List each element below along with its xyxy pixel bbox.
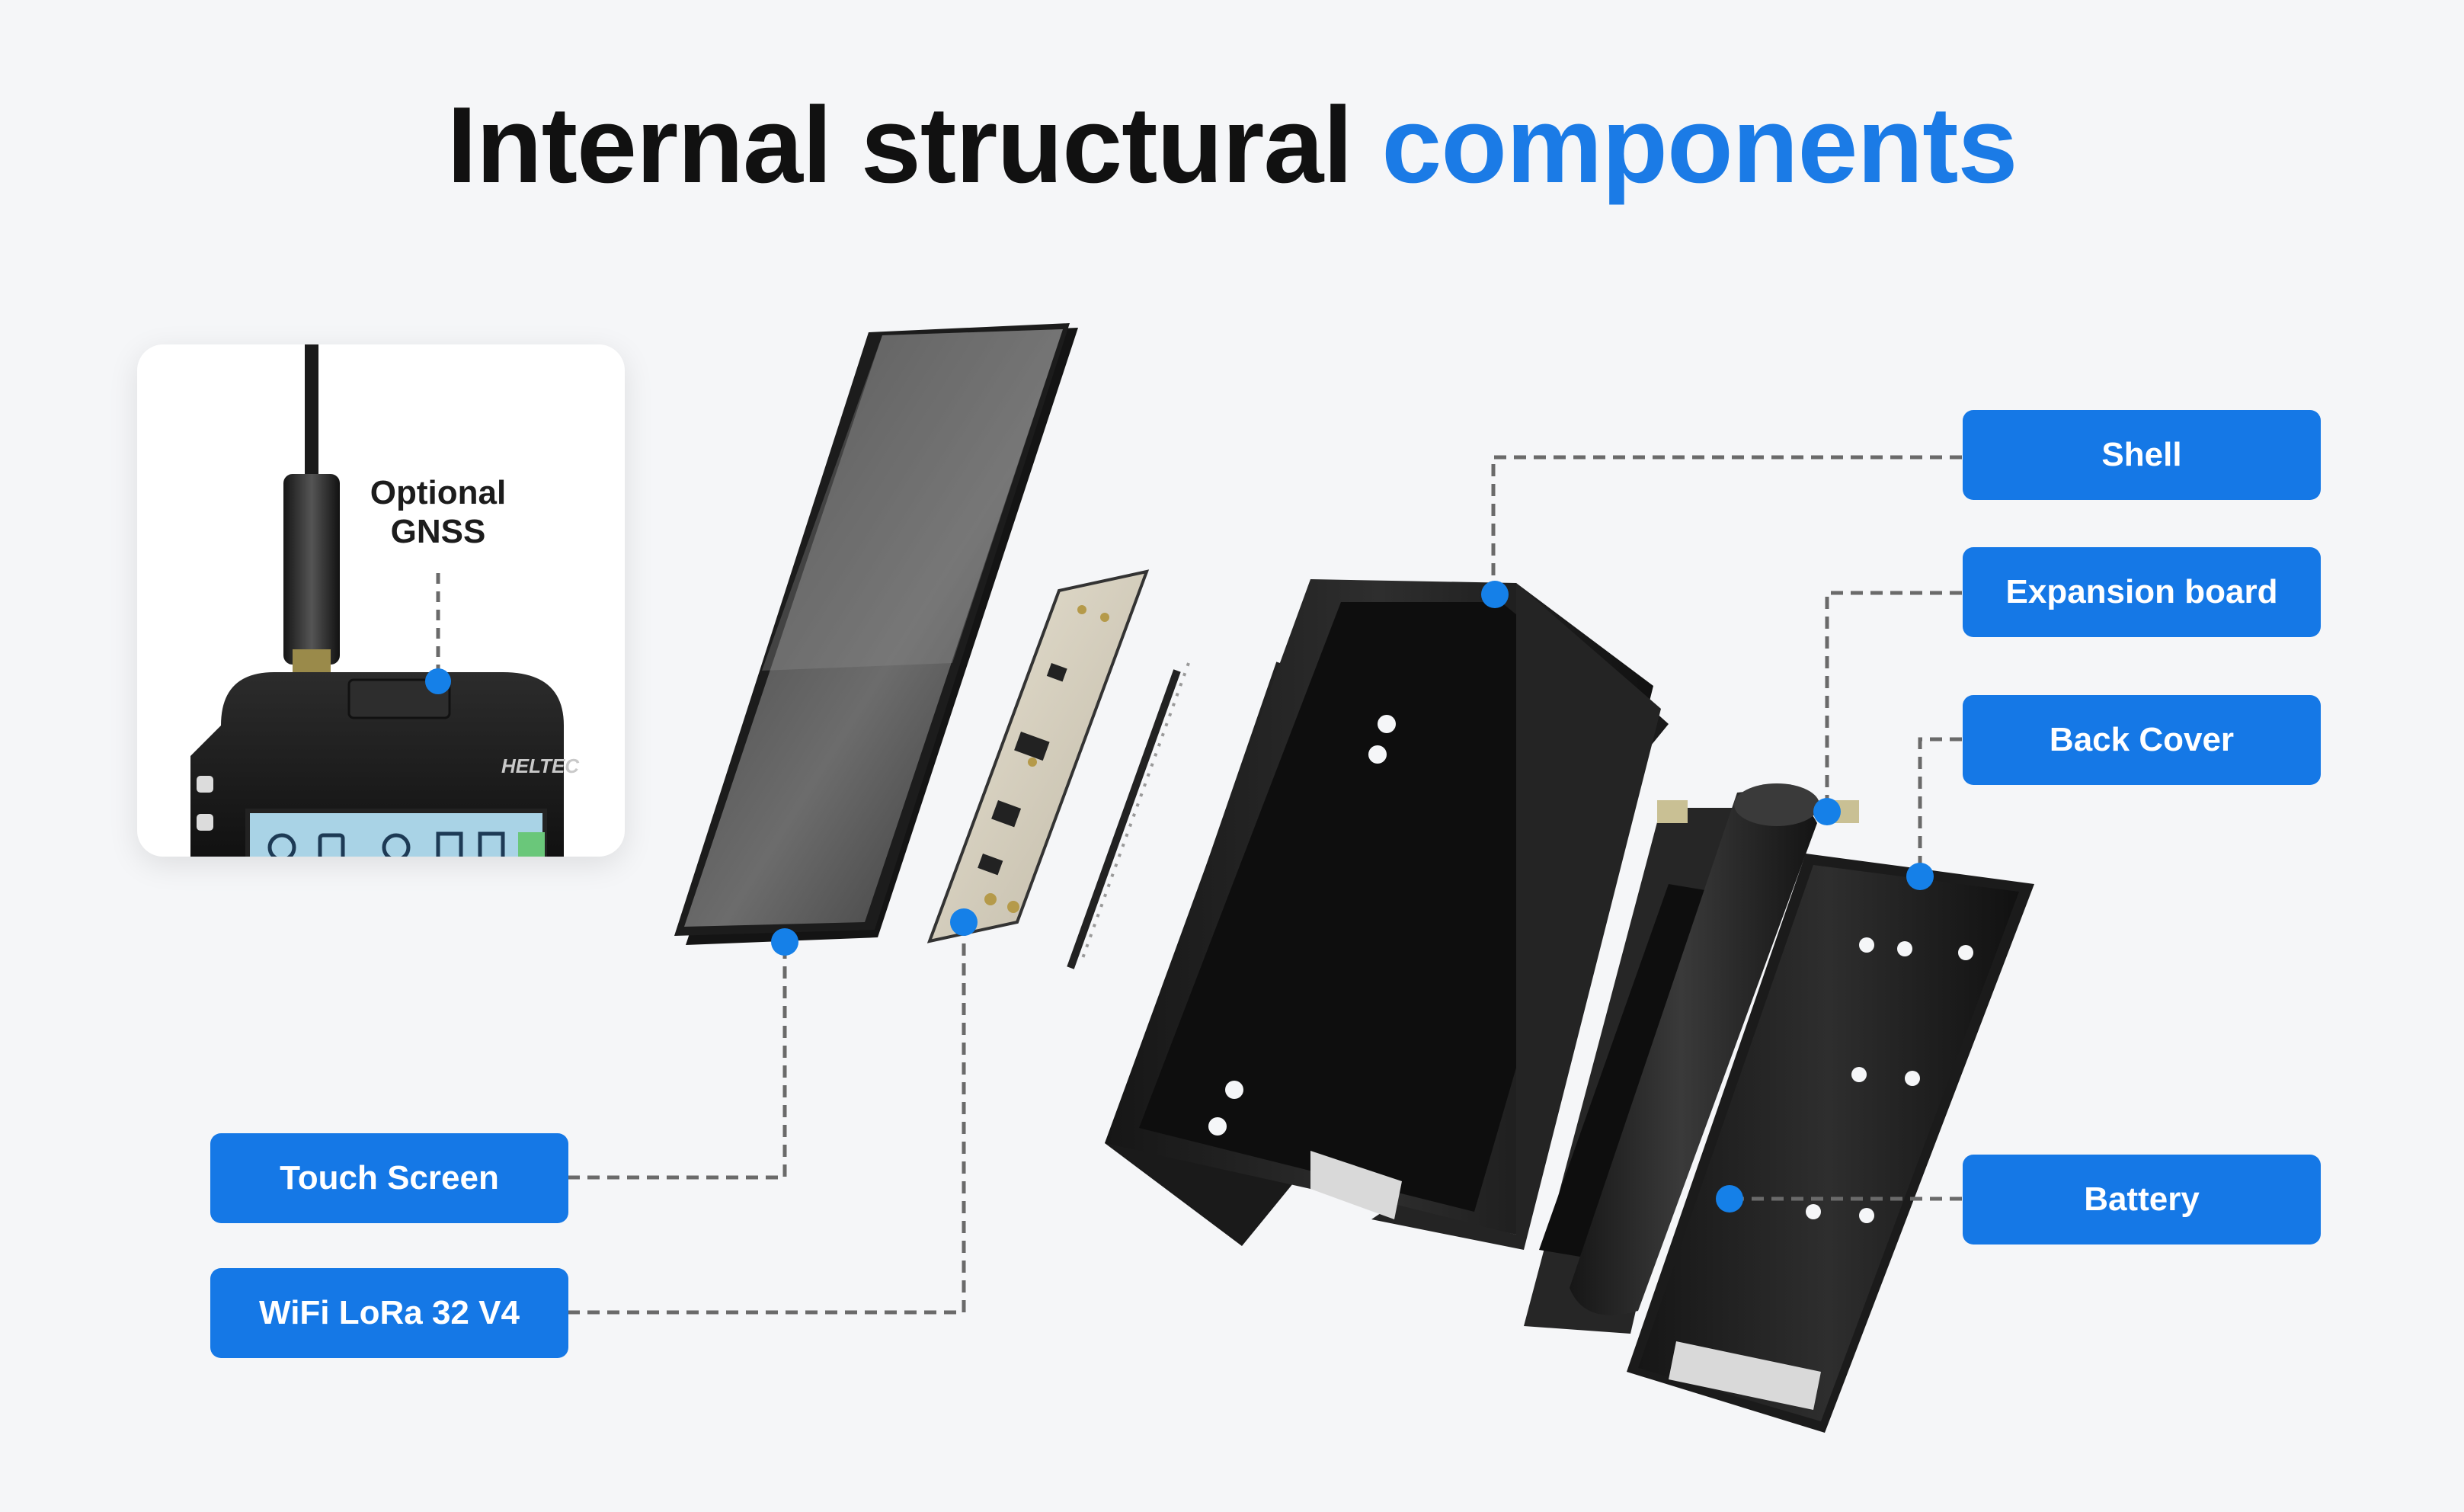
antenna-connector-icon xyxy=(283,474,340,665)
touch-screen-dot xyxy=(771,928,798,956)
brand-logo: HELTEC xyxy=(501,754,580,777)
wifi-lora-leader xyxy=(568,922,966,1315)
battery-dot xyxy=(1716,1185,1743,1212)
touch-screen-label: Touch Screen xyxy=(210,1133,568,1223)
expansion-board-leader xyxy=(1825,591,1962,812)
gnss-dot xyxy=(425,668,451,694)
title-main: Internal structural xyxy=(446,85,1353,206)
gnss-inset-card: HELTEC xyxy=(137,344,625,857)
wifi-lora-dot xyxy=(950,908,978,936)
gnss-module xyxy=(347,678,451,719)
expansion-board-label: Expansion board xyxy=(1963,547,2321,637)
leader-lines xyxy=(568,455,1962,1315)
back-cover-leader xyxy=(1918,737,1962,876)
antenna-cable xyxy=(305,344,318,482)
back-cover-dot xyxy=(1906,863,1934,890)
wifi-lora-board-part xyxy=(926,569,1150,943)
expansion-board-dot xyxy=(1813,798,1841,825)
wifi-lora-label: WiFi LoRa 32 V4 xyxy=(210,1268,568,1358)
back-cover-part xyxy=(1627,854,2034,1433)
shell-part xyxy=(1105,579,1669,1250)
shell-dot xyxy=(1481,581,1509,608)
expansion-board-part xyxy=(1524,800,1859,1334)
back-cover-label: Back Cover xyxy=(1963,695,2321,785)
battery-part xyxy=(1570,783,1819,1315)
callout-dots xyxy=(771,581,1934,1212)
touch-screen-leader xyxy=(568,941,787,1180)
touch-screen-part xyxy=(674,323,1078,945)
device-top-illustration: HELTEC xyxy=(190,344,580,857)
shell-label: Shell xyxy=(1963,410,2321,500)
title-accent: components xyxy=(1381,85,2018,206)
battery-label: Battery xyxy=(1963,1155,2321,1245)
shell-leader xyxy=(1491,455,1962,594)
page-title: Internal structural components xyxy=(0,91,2464,200)
pin-header-part xyxy=(1067,662,1284,985)
